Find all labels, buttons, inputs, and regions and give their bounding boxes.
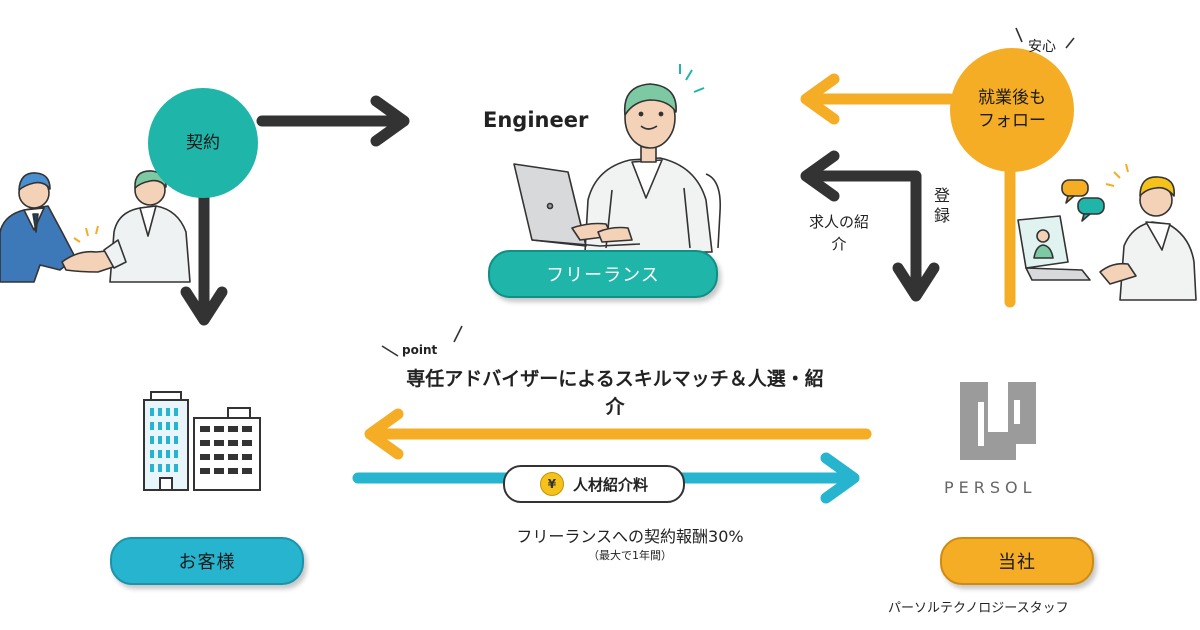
engineer-label: Engineer — [483, 108, 589, 132]
fee-duration-note: （最大で1年間） — [588, 549, 672, 562]
register-label: 登録 — [933, 186, 950, 225]
follow-up-label: 就業後もフォロー — [978, 88, 1046, 131]
follow-arrow — [800, 73, 956, 125]
anshin-label: 安心 — [1028, 39, 1056, 55]
job-intro-text: 求人の紹介 — [808, 213, 869, 253]
contract-circle: 契約 — [148, 88, 258, 198]
our-company-badge: 当社 — [940, 537, 1094, 585]
handshake-illustration-icon — [0, 170, 191, 283]
company-name: パーソルテクノロジースタッフ — [888, 601, 1069, 616]
anshin-accent-marks — [1015, 27, 1075, 49]
fee-description: フリーランスへの契約報酬30% — [516, 527, 744, 546]
arrow-to-client — [180, 192, 228, 326]
persol-wordmark: PERSOL — [944, 478, 1037, 497]
point-label: point — [402, 343, 438, 357]
client-badge: お客様 — [110, 537, 304, 585]
matching-arrow — [364, 408, 872, 460]
registration-arrow — [800, 150, 940, 302]
persol-logo-icon — [960, 382, 1036, 460]
engineer-laptop-illustration-icon — [513, 64, 722, 253]
follow-up-circle: 就業後もフォロー — [950, 48, 1074, 172]
referral-fee-tag: ¥ 人材紹介料 — [503, 465, 685, 503]
job-introduction-label: 求人の紹介 — [808, 212, 870, 256]
point-accent-marks — [381, 325, 463, 357]
referral-fee-label: 人材紹介料 — [572, 475, 648, 494]
arrow-to-engineer — [256, 95, 410, 147]
office-building-icon — [143, 391, 261, 491]
freelance-badge: フリーランス — [488, 250, 718, 298]
contract-label: 契約 — [186, 132, 220, 153]
video-call-illustration-icon — [1017, 163, 1197, 301]
skill-match-headline: 専任アドバイザーによるスキルマッチ＆人選・紹介 — [406, 368, 824, 418]
yen-coin-icon: ¥ — [539, 472, 564, 496]
